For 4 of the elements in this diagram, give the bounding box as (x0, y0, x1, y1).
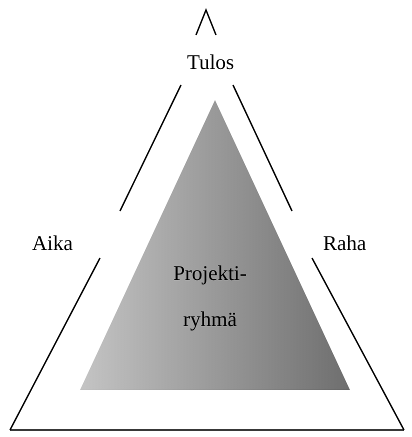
side-label: Raha (323, 233, 366, 254)
side-label: Tulos (187, 52, 234, 73)
triangle-label: Projekti- ryhmä (172, 260, 248, 333)
side-label: Aika (32, 233, 73, 254)
